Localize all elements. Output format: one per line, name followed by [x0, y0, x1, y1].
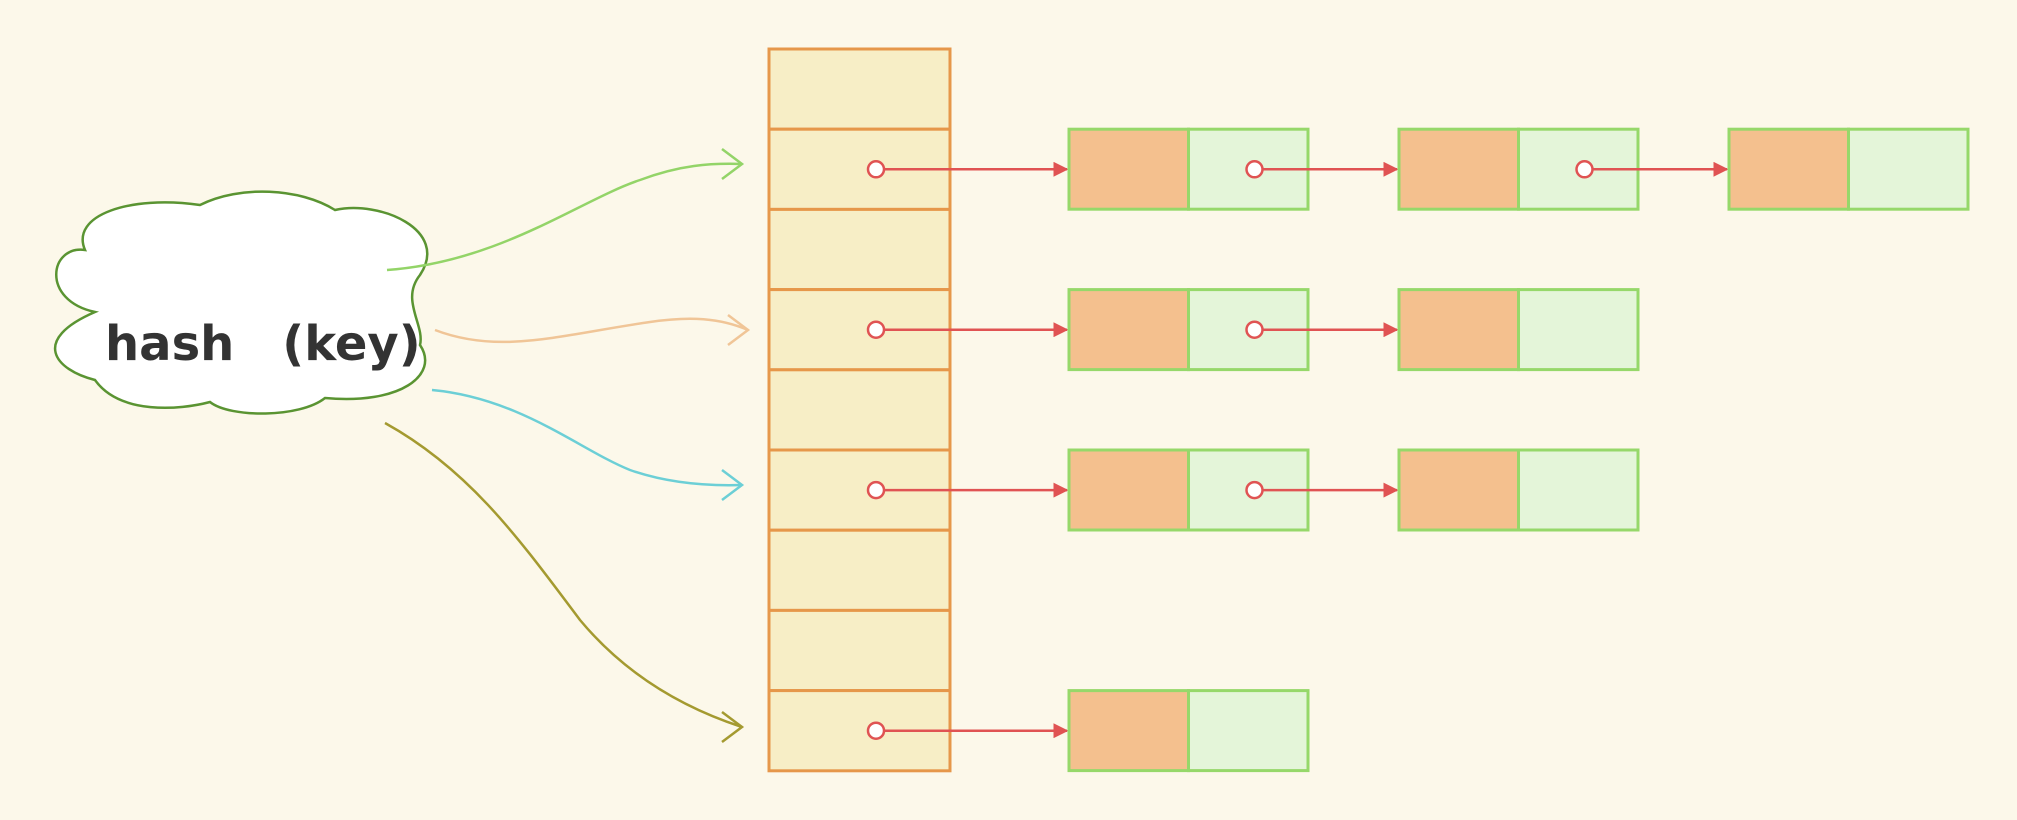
node-next-cell [1517, 288, 1640, 372]
bucket-slot [767, 528, 952, 612]
bucket-pointer-dot [866, 320, 886, 339]
bucket-pointer-dot [866, 721, 886, 740]
bucket-slot [767, 207, 952, 292]
next-pointer-dot [1575, 160, 1594, 179]
bucket-array [767, 47, 952, 773]
hash-arrow-curve [386, 162, 743, 272]
node-next-cell [1517, 448, 1640, 532]
bucket-pointer-dot [866, 480, 886, 500]
node-next-cell [1187, 689, 1310, 773]
hash-arrow-curve [384, 421, 743, 729]
linked-list-chains [866, 127, 1970, 773]
node-key-cell [1067, 448, 1190, 532]
bucket-slot [767, 608, 952, 693]
hash-arrow-head [721, 148, 745, 180]
node-key-cell [1397, 127, 1520, 211]
node-key-cell [1067, 127, 1190, 211]
bucket-pointer-dot [866, 160, 886, 179]
next-pointer-dot [1245, 320, 1264, 339]
hash-arrow-head [721, 711, 745, 743]
node-key-cell [1067, 689, 1190, 773]
cloud-shape [53, 190, 429, 415]
hash-function-cloud: hash (key) [53, 190, 429, 415]
hash-arrow-head [721, 469, 745, 501]
node-key-cell [1727, 127, 1850, 211]
next-pointer-dot [1245, 160, 1264, 179]
bucket-slot [767, 47, 952, 131]
node-key-cell [1397, 288, 1520, 372]
hash-key-label: hash (key) [105, 316, 421, 372]
bucket-slot [767, 368, 952, 452]
node-key-cell [1397, 448, 1520, 532]
hash-arrows [384, 148, 751, 743]
hash-arrow-head [727, 314, 751, 346]
hash-arrow-curve [434, 317, 749, 344]
node-key-cell [1067, 288, 1190, 372]
hash-arrow-curve [431, 388, 743, 487]
next-pointer-dot [1245, 480, 1264, 500]
node-next-cell [1847, 127, 1970, 211]
